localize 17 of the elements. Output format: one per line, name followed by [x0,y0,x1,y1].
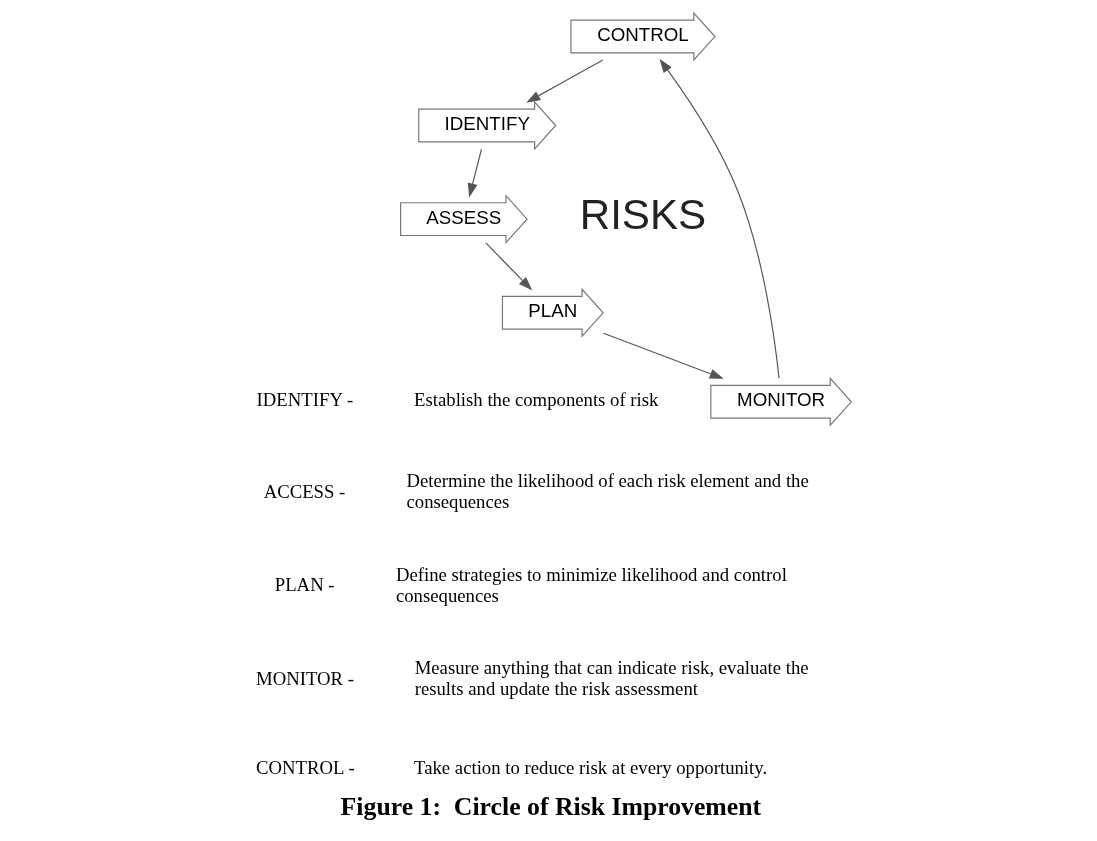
arrow [658,58,780,379]
label: Define strategies to minimize likelihood and control consequences [395,563,787,606]
arrow [602,332,724,379]
arrow [525,59,603,103]
caption: Figure 1: Circle of Risk Improvement [340,791,761,821]
label: ACCESS - [263,480,345,502]
label: Establish the components of risk [413,389,658,411]
label: Measure anything that can indicate risk, evaluate the results and update the risk assessment [414,657,809,700]
label: Determine the likelihood of each risk element and the consequences [405,469,809,513]
label: MONITOR - [255,667,354,689]
label: RISKS [579,191,706,239]
label: Take action to reduce risk at every opportunity. [413,756,767,778]
label: IDENTIFY - [256,389,353,411]
label: PLAN - [274,574,335,596]
arrow [484,242,532,291]
arrow [467,148,482,198]
label: CONTROL - [255,756,355,778]
